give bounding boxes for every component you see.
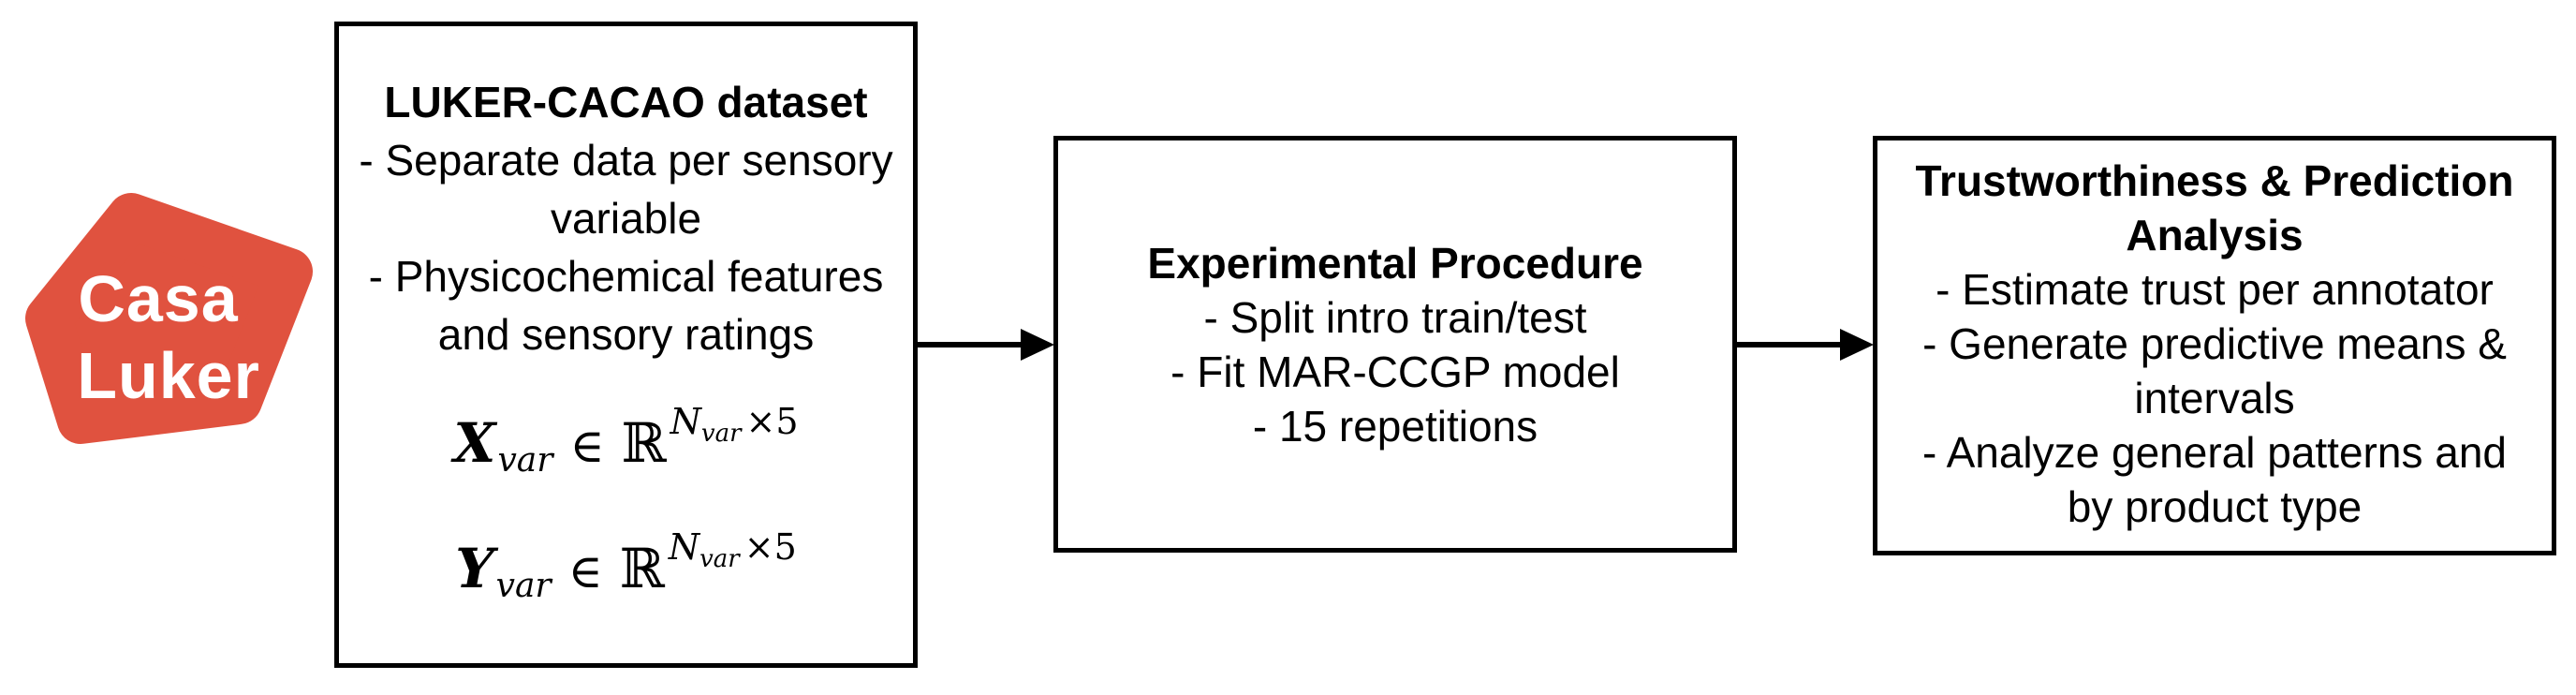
box-analysis-title: Analysis (2126, 211, 2304, 259)
exponent-n-subscript: var (700, 420, 742, 448)
box-analysis-title: Trustworthiness & Prediction (1915, 156, 2514, 205)
box-dataset: LUKER-CACAO dataset - Separate data per … (334, 22, 918, 668)
formula-x-subscript: var (497, 441, 553, 480)
exponent-times-five: ×5 (745, 401, 799, 442)
exponent-n: N (670, 401, 701, 442)
element-of-symbol: ∈ (569, 419, 605, 473)
logo-pentagon-shape (25, 193, 313, 444)
box-procedure-title: Experimental Procedure (1147, 238, 1643, 288)
real-numbers-symbol: ℝ (621, 411, 667, 475)
arrow-dataset-to-procedure-line (916, 342, 1023, 348)
box-analysis: Trustworthiness & Prediction Analysis - … (1873, 136, 2556, 555)
box-analysis-line: intervals (2134, 374, 2295, 422)
formula-y-exponent: Nvar×5 (669, 526, 797, 573)
box-procedure: Experimental Procedure - Split intro tra… (1053, 136, 1737, 553)
registered-trademark-icon: ® (275, 391, 292, 416)
logo-text-casa: Casa (78, 262, 238, 335)
formula-y-symbol: Y (455, 537, 494, 600)
formula-x-symbol: X (453, 411, 496, 475)
formula-x-exponent: Nvar×5 (670, 401, 799, 448)
casa-luker-logo: Casa Luker ® (25, 193, 313, 444)
logo-text-luker: Luker (77, 339, 260, 412)
element-of-symbol: ∈ (567, 544, 603, 599)
box-analysis-line: - Analyze general patterns and (1922, 428, 2507, 477)
box-procedure-line: - Split intro train/test (1203, 292, 1587, 342)
formula-y-subscript: var (495, 567, 552, 605)
box-procedure-line: - Fit MAR-CCGP model (1170, 347, 1620, 396)
box-dataset-line: and sensory ratings (437, 310, 815, 359)
box-dataset-line: - Separate data per sensory (359, 136, 893, 185)
box-dataset-line: variable (550, 194, 702, 243)
box-analysis-line: - Estimate trust per annotator (1936, 265, 2494, 314)
arrow-procedure-to-analysis-line (1735, 342, 1842, 348)
box-analysis-line: by product type (2067, 482, 2363, 531)
exponent-n: N (668, 526, 700, 568)
arrow-procedure-to-analysis-head-icon (1840, 329, 1874, 361)
exponent-n-subscript: var (699, 545, 740, 573)
exponent-times-five: ×5 (743, 526, 797, 568)
real-numbers-symbol: ℝ (619, 537, 665, 600)
box-dataset-title: LUKER-CACAO dataset (384, 78, 868, 126)
arrow-dataset-to-procedure-head-icon (1021, 329, 1054, 361)
box-dataset-line: - Physicochemical features (368, 252, 884, 301)
box-procedure-line: - 15 repetitions (1252, 401, 1538, 451)
box-analysis-line: - Generate predictive means & (1922, 319, 2507, 368)
